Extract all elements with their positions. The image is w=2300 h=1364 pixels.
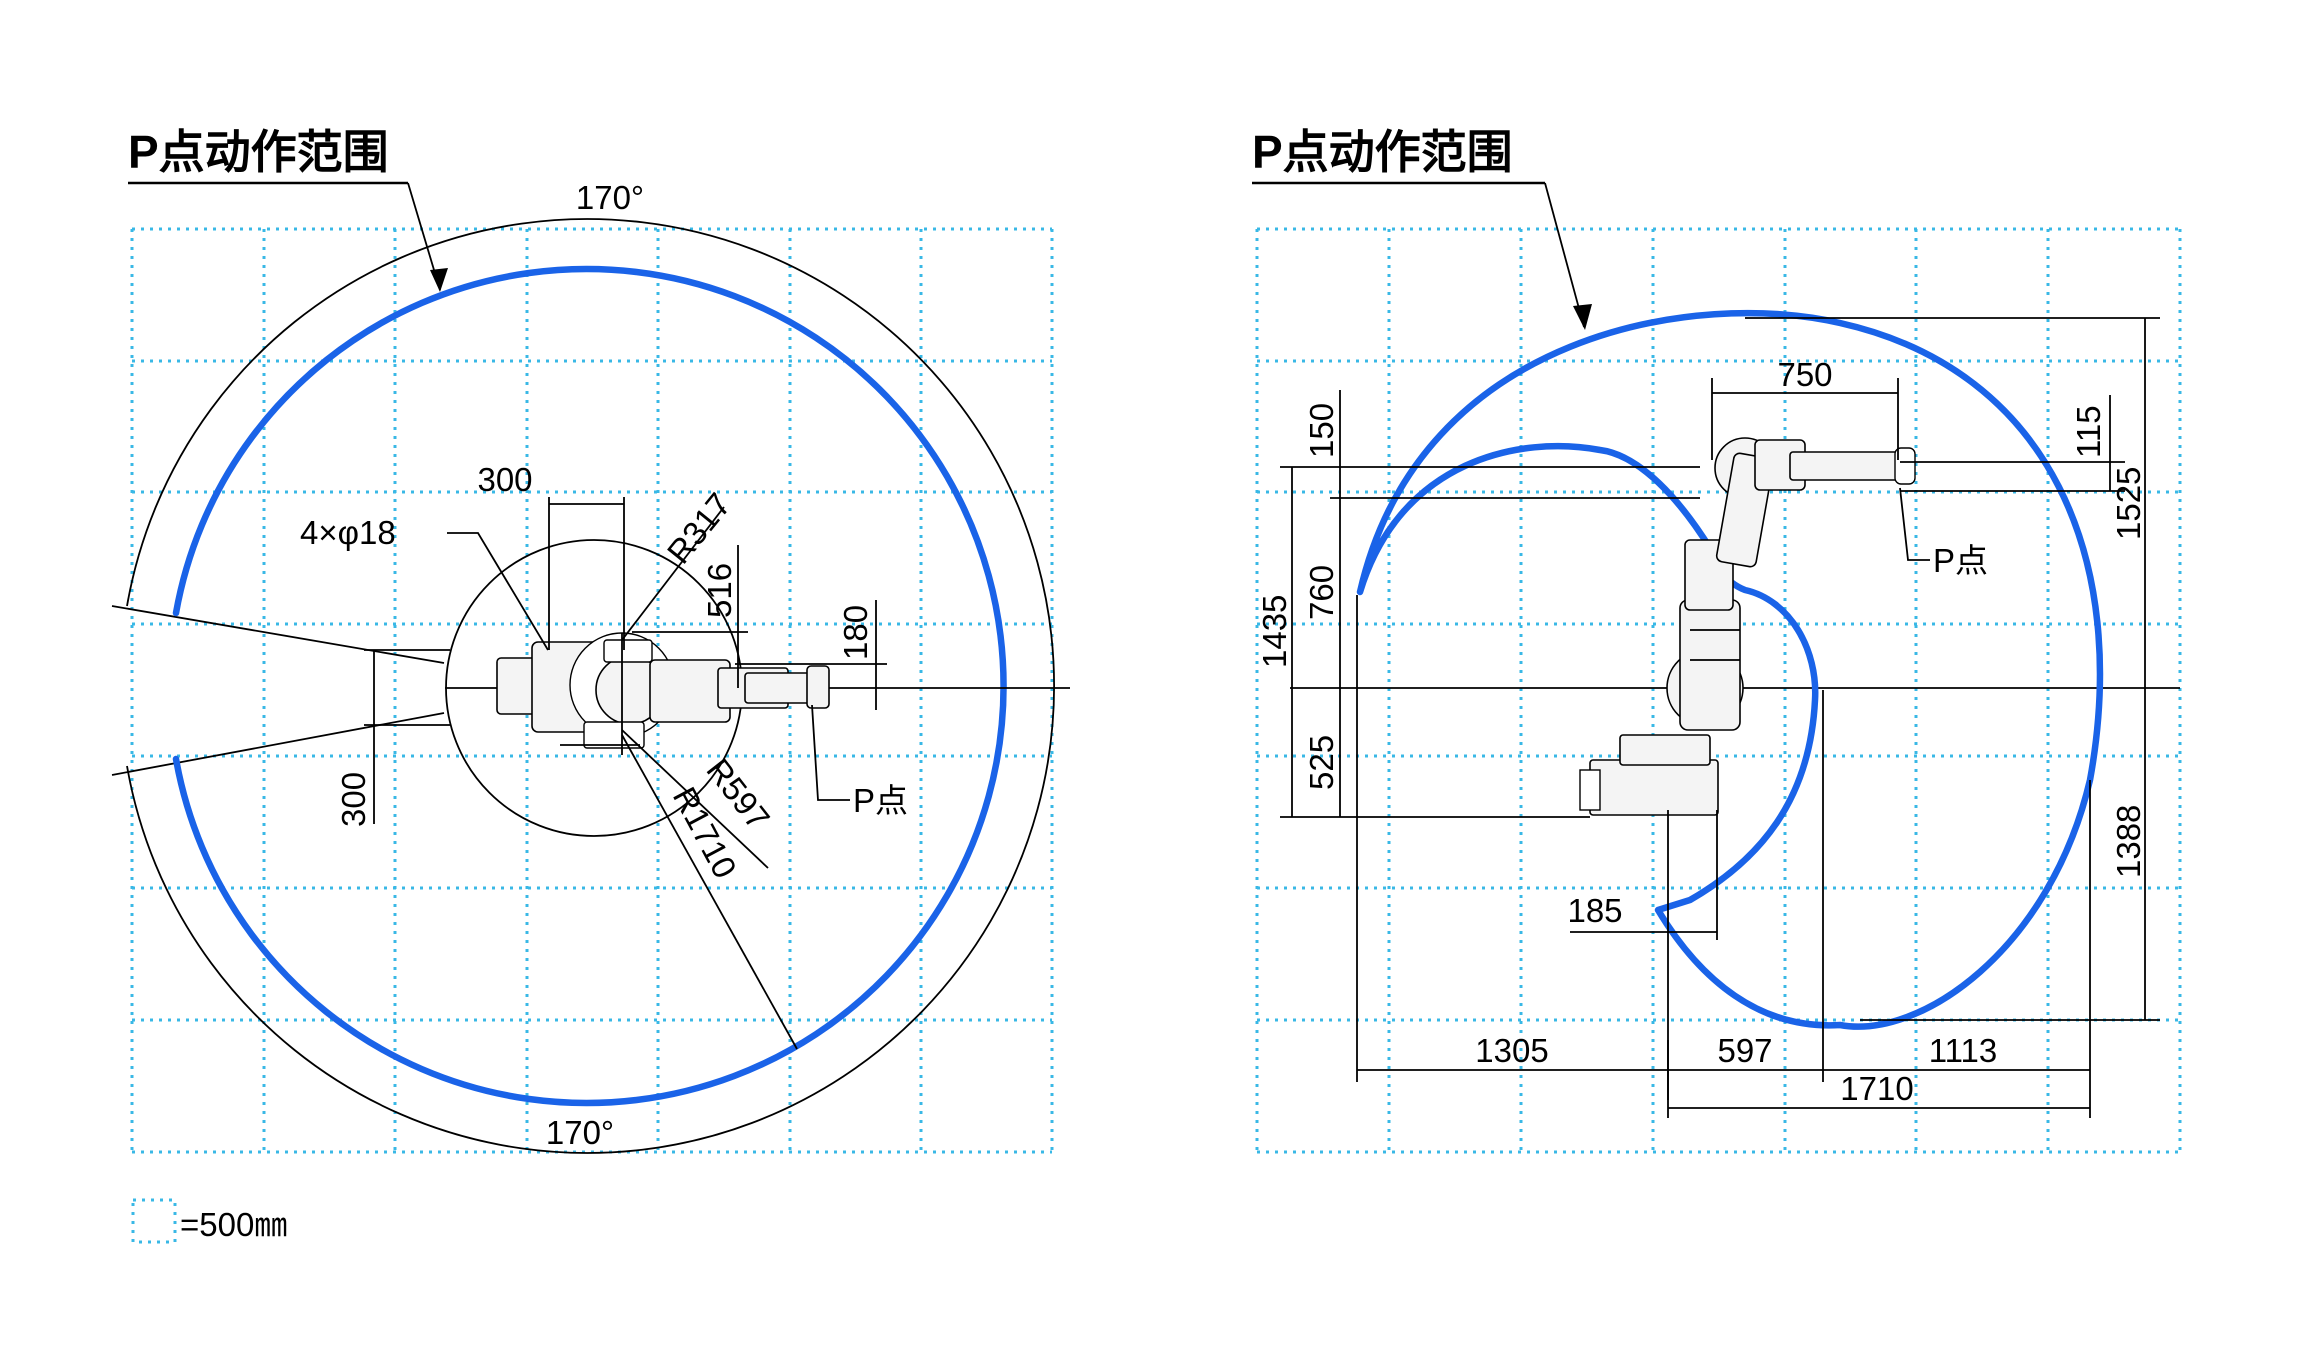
holes-label: 4×φ18: [300, 514, 396, 551]
dim-516: 516: [701, 563, 738, 618]
p-point-envelope-right: [1356, 309, 2104, 1030]
left-view: 300 4×φ18 R317 516 180 P点 R597 R1710 300…: [111, 126, 1070, 1154]
cut-line-top: [111, 605, 445, 664]
holes-leader: [447, 532, 549, 651]
right-title: P点动作范围: [1252, 126, 1513, 178]
angle-top-label: 170°: [576, 179, 644, 216]
angle-bottom-label: 170°: [546, 1114, 614, 1151]
right-title-leader: [1544, 182, 1585, 328]
legend-grid-swatch: [131, 1198, 177, 1244]
right-grid: [1255, 227, 2182, 1154]
dim-180: 180: [837, 605, 874, 660]
p-point-left: P点: [853, 782, 908, 819]
p-point-envelope-left: [172, 265, 1007, 1107]
outer-reach-arc: [126, 218, 1055, 1154]
dim-525: 525: [1303, 735, 1340, 790]
p-point-right: P点: [1933, 542, 1988, 579]
right-view: 750 115 1525 1388 P点 150 1435 760 525: [1252, 126, 2182, 1154]
dim-150: 150: [1303, 403, 1340, 458]
dim-760: 760: [1303, 565, 1340, 620]
r317-label: R317: [660, 486, 738, 571]
r597-leader: [621, 729, 769, 869]
legend-text: =500㎜: [180, 1206, 287, 1243]
dim-1113: 1113: [1929, 1032, 1998, 1069]
dim-1710: 1710: [1840, 1070, 1913, 1107]
robot-top-view: [496, 632, 830, 755]
dim-597: 597: [1717, 1032, 1772, 1069]
r1710-leader: [621, 734, 798, 1050]
p-point-leader-left: [811, 704, 850, 801]
cut-line-bottom: [111, 712, 445, 776]
dim-750: 750: [1777, 356, 1832, 393]
dim-300-top: 300: [477, 461, 532, 498]
p-point-leader-right: [1899, 487, 1930, 561]
dim-1525: 1525: [2110, 467, 2147, 540]
left-title-arrow: [430, 268, 448, 292]
dim-1305: 1305: [1475, 1032, 1548, 1069]
dim-115: 115: [2070, 405, 2107, 458]
dim-1435: 1435: [1256, 595, 1293, 668]
r317-leader: [621, 506, 725, 641]
dim-300-left: 300: [335, 772, 372, 827]
left-title: P点动作范围: [128, 126, 389, 178]
legend: =500㎜: [131, 1198, 287, 1244]
dim-185: 185: [1567, 892, 1622, 929]
dim-1388: 1388: [2110, 805, 2147, 878]
right-title-arrow: [1573, 304, 1592, 330]
robot-side-view: [1579, 437, 1916, 816]
